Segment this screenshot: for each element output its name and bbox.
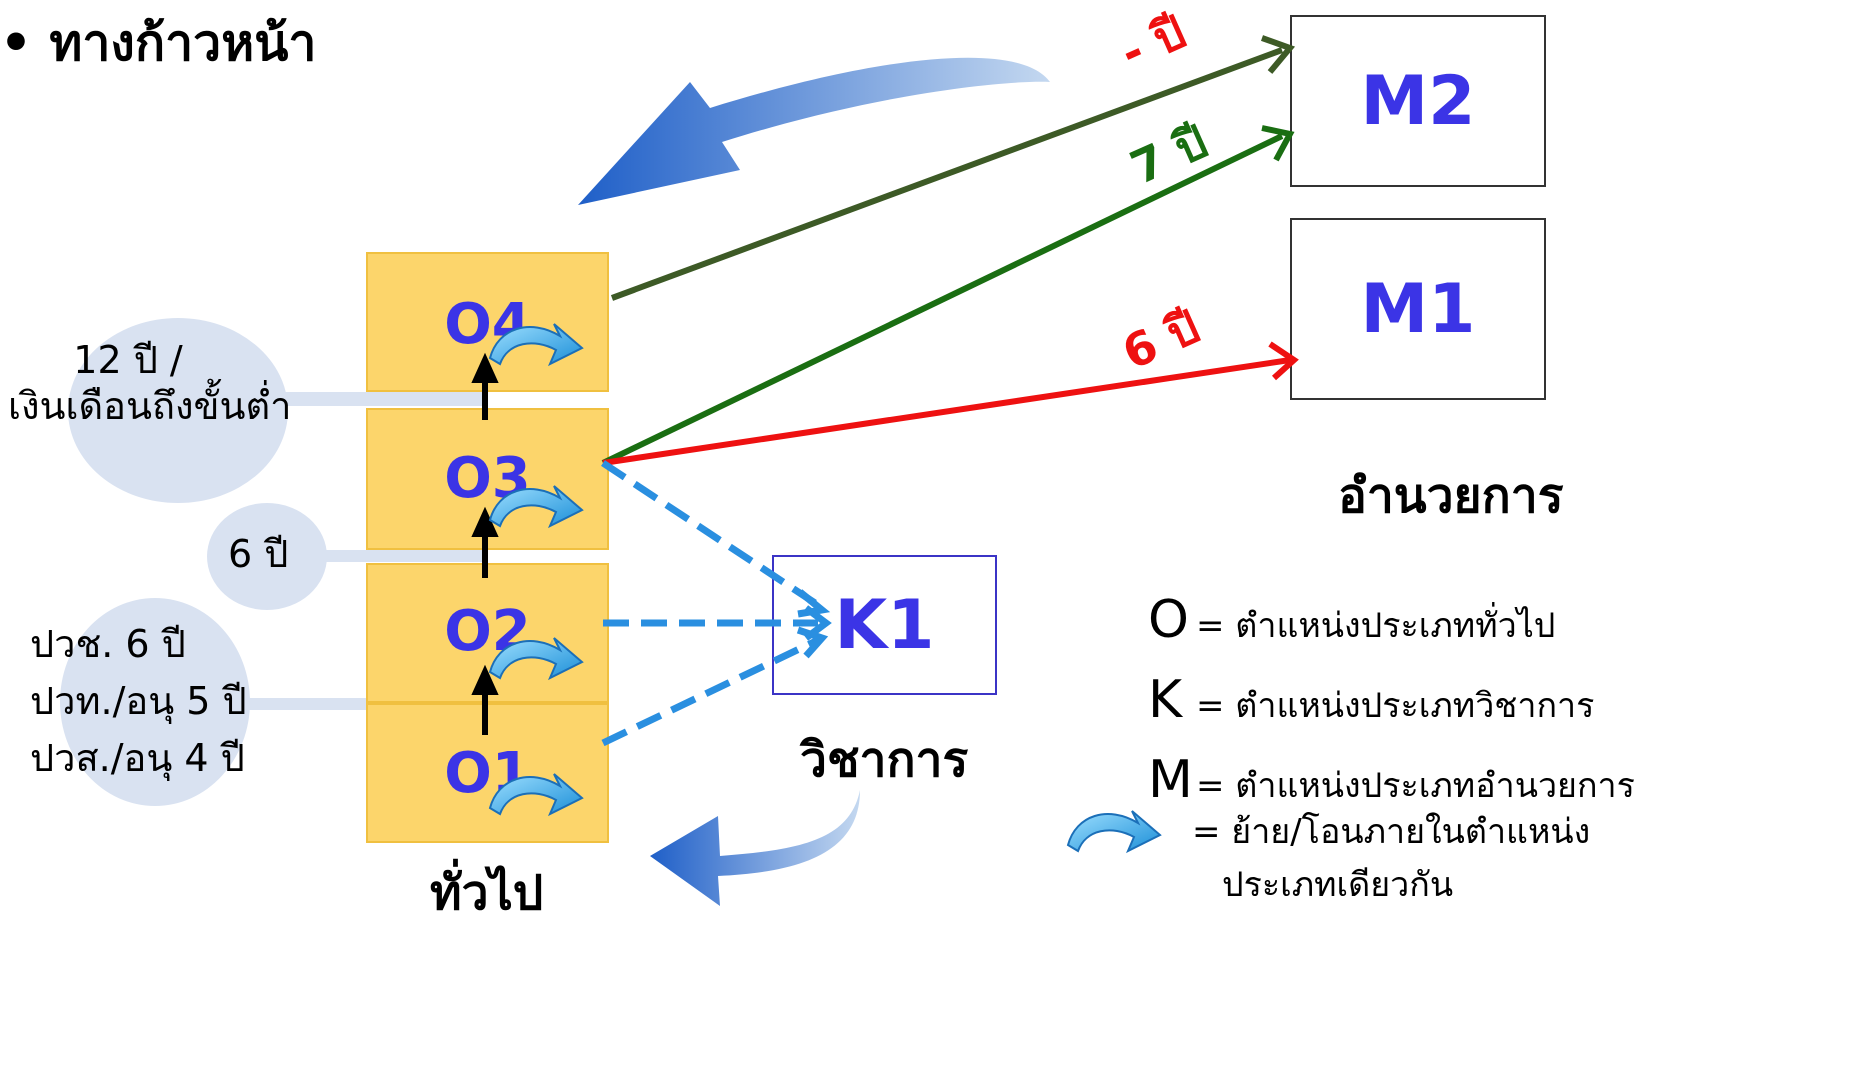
arrow-o4-m2: [610, 47, 1284, 301]
curved-arrow-icon: [489, 637, 583, 679]
curved-arrow-icon: [489, 485, 583, 527]
page-title: • ทางก้าวหน้า: [0, 14, 317, 72]
arrow-o3-m2: [601, 133, 1284, 466]
bubble-o1-o2: [60, 598, 250, 806]
category-executive: อำนวยการ: [1338, 468, 1564, 524]
bubble-text: ปวช. 6 ปี ปวท./อนุ 5 ปี ปวส./อนุ 4 ปี: [30, 622, 247, 780]
return-arrow-icon: [650, 790, 860, 906]
legend-row: K = ตำแหน่งประเภทวิชาการ: [1148, 670, 1595, 730]
return-arrow-icon: [578, 57, 1050, 205]
bubble-o2-o3: [207, 503, 327, 610]
box-m1: M1: [1290, 218, 1546, 400]
dashed-arrows-to-k1: [601, 460, 820, 747]
box-m2: M2: [1290, 15, 1546, 187]
curved-arrow-icon: [1067, 810, 1161, 852]
curved-arrow-icon: [489, 323, 583, 365]
curved-arrow-icon: [489, 773, 583, 815]
duration-m2-from-o3: 7 ปี: [1123, 114, 1216, 195]
bubble-o3-o4: [68, 318, 288, 503]
bubble-connector: [285, 392, 485, 406]
category-general: ทั่วไป: [430, 865, 544, 921]
legend-row: M = ตำแหน่งประเภทอำนวยการ: [1148, 750, 1635, 810]
up-arrows: [471, 352, 499, 735]
bubble-text: 6 ปี: [228, 532, 289, 576]
legend-row: O = ตำแหน่งประเภททั่วไป: [1148, 590, 1556, 650]
duration-m1: 6 ปี: [1115, 299, 1208, 380]
bubble-text: 12 ปี / เงินเดือนถึงขั้นต่ำ: [8, 338, 292, 428]
duration-m2: - ปี: [1113, 5, 1194, 80]
bubble-connector: [320, 550, 485, 562]
legend: O = ตำแหน่งประเภททั่วไป K = ตำแหน่งประเภ…: [1148, 590, 1635, 812]
arrow-o3-m1: [602, 357, 1291, 466]
category-academic: วิชาการ: [800, 732, 969, 788]
legend-curved-arrow-text: = ย้าย/โอนภายในตำแหน่ง ประเภทเดียวกัน: [1192, 812, 1591, 905]
